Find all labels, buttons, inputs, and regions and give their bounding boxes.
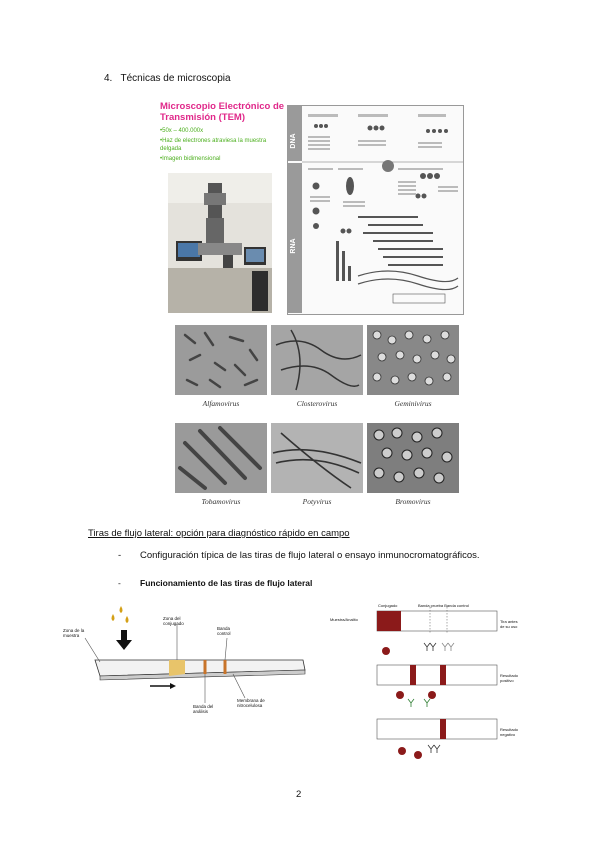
micrograph-caption: Potyvirus [302, 497, 332, 506]
micrograph-caption: Alfamovirus [202, 399, 240, 408]
tem-bullet: •Haz de electrones atraviesa la muestra … [160, 138, 267, 152]
label-negativo: Resultado negativo [500, 727, 519, 737]
lateral-flow-title: Tiras de flujo lateral: opción para diag… [88, 528, 350, 539]
micrograph-alfamovirus [175, 325, 267, 395]
micrograph-potyvirus [271, 423, 363, 493]
bullet-text: Configuración típica de las tiras de flu… [140, 550, 480, 561]
bullet-item: - Configuración típica de las tiras de fl… [118, 550, 480, 561]
micrograph-grid: Alfamovirus Closterovirus Geminivirus To… [175, 325, 459, 510]
micrograph-closterovirus [271, 325, 363, 395]
label-conjugado: Conjugado [378, 603, 398, 608]
micrograph-geminivirus [367, 325, 459, 395]
tem-bullet: •Imagen bidimensional [160, 156, 221, 162]
label-zona-muestra: Zona de la muestra [63, 628, 85, 638]
section-title: Técnicas de microscopia [120, 73, 231, 84]
label-membrana: Membrana de nitrocelulosa [237, 698, 265, 708]
label-tira-antes: Tira antes de su uso [500, 619, 518, 629]
bullet-marker: - [118, 550, 122, 561]
label-banda-control: Banda control [217, 626, 231, 636]
section-heading: 4. Técnicas de microscopia [104, 73, 231, 84]
micrograph-caption: Bromovirus [395, 497, 431, 506]
bullet-marker: - [118, 578, 121, 588]
lateral-flow-results-diagram: Conjugado Banda prueba Banda control Mue… [322, 603, 522, 773]
page-number: 2 [296, 789, 302, 800]
lateral-flow-strip-diagram: Zona de la muestra Zona del conjugado Ba… [55, 598, 313, 748]
bullet-text: Funcionamiento de las tiras de flujo lat… [140, 578, 313, 588]
micrograph-caption: Closterovirus [296, 399, 338, 408]
micrograph-tobamovirus [175, 423, 267, 493]
label-positivo: Resultado positivo [500, 673, 519, 683]
label-banda-analisis: Banda del análisis [193, 704, 214, 714]
label-banda-prueba-control: Banda prueba Banda control [418, 603, 469, 608]
microscope-photo [168, 173, 272, 313]
tem-title: Microscopio Electrónico de Transmisión (… [160, 101, 285, 123]
tem-bullet: •50x – 400.000x [160, 128, 204, 134]
bullet-item: - Funcionamiento de las tiras de flujo la… [118, 578, 312, 588]
dna-label: DNA [290, 133, 297, 148]
micrograph-caption: Tobamovirus [201, 497, 241, 506]
micrograph-bromovirus [367, 423, 459, 493]
label-muestra: Muestra/Analito [330, 617, 358, 622]
micrograph-caption: Geminivirus [394, 399, 432, 408]
rna-label: RNA [290, 238, 297, 253]
label-zona-conjugado: Zona del conjugado [163, 616, 184, 626]
virus-taxonomy-figure: DNA RNA [287, 105, 464, 315]
section-number: 4. [104, 73, 113, 84]
tem-bullets: •50x – 400.000x •Haz de electrones atrav… [160, 127, 284, 165]
